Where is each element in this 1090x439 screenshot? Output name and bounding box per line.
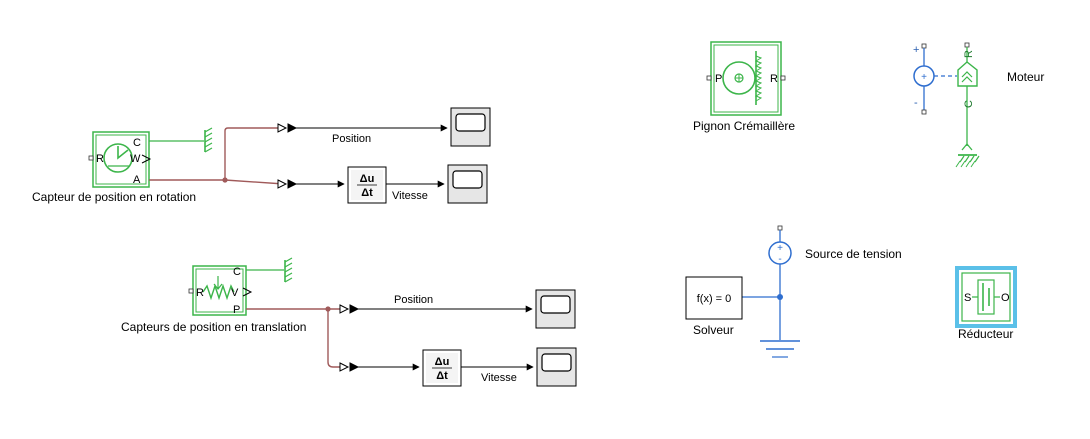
trans-velocity-scope[interactable] <box>536 347 577 387</box>
trans-derivative-num: Δu <box>435 356 450 368</box>
rot-derivative-num: Δu <box>360 173 375 185</box>
rot-sensor-port-a: A <box>133 174 141 186</box>
rot-ps-converter-position[interactable] <box>277 123 298 133</box>
rot-position-signal-label: Position <box>332 133 371 145</box>
translation-sensor-block[interactable]: R V C P <box>188 265 253 316</box>
rot-angle-signal-line[interactable] <box>149 127 285 185</box>
rot-velocity-signal-label: Vitesse <box>392 190 428 202</box>
rot-mechanical-ground-icon <box>204 127 213 153</box>
moteur-port-c: C <box>963 100 975 108</box>
rotation-sensor-label: Capteur de position en rotation <box>32 190 196 204</box>
moteur-block[interactable]: + + - R C <box>913 42 978 146</box>
trans-derivative-den: Δt <box>436 370 448 382</box>
svg-text:+: + <box>921 72 927 83</box>
voltage-source-block[interactable]: + - <box>768 225 792 340</box>
reducteur-port-o: O <box>1001 292 1010 304</box>
trans-sensor-port-c: C <box>233 266 241 278</box>
rot-derivative-block[interactable]: Δu Δt <box>347 166 387 204</box>
electrical-ground-icon <box>760 340 800 358</box>
rot-position-scope[interactable] <box>450 107 491 147</box>
rot-velocity-scope[interactable] <box>447 164 488 204</box>
moteur-label: Moteur <box>1007 70 1044 84</box>
trans-ps-converter-position[interactable] <box>339 304 360 314</box>
trans-sensor-port-p: P <box>233 304 240 316</box>
solver-config-block[interactable]: f(x) = 0 <box>685 276 743 320</box>
voltage-source-label: Source de tension <box>805 247 902 261</box>
rot-derivative-den: Δt <box>361 187 373 199</box>
rot-ps-converter-velocity[interactable] <box>277 179 298 189</box>
svg-text:+: + <box>777 243 783 254</box>
reducteur-label: Réducteur <box>958 327 1013 341</box>
rot-sensor-port-w: W <box>130 153 141 165</box>
solver-expression: f(x) = 0 <box>697 293 732 305</box>
rot-sensor-port-r: R <box>96 153 104 165</box>
trans-position-scope[interactable] <box>535 289 576 329</box>
trans-position-signal-label: Position <box>394 294 433 306</box>
trans-derivative-block[interactable]: Δu Δt <box>422 349 462 387</box>
trans-sensor-port-v: V <box>231 287 239 299</box>
pignon-cremaillere-block[interactable]: P R <box>706 41 786 116</box>
pignon-port-p: P <box>715 73 722 85</box>
moteur-mechanical-ground-icon <box>955 142 980 168</box>
trans-velocity-signal-label: Vitesse <box>481 372 517 384</box>
moteur-minus-terminal: - <box>914 97 918 109</box>
moteur-plus-terminal: + <box>913 44 919 56</box>
solver-connection[interactable] <box>742 294 783 300</box>
pignon-port-r: R <box>770 73 778 85</box>
rotation-sensor-block[interactable]: R W C A <box>88 131 152 188</box>
reducteur-block[interactable]: S O <box>955 266 1017 328</box>
trans-sensor-port-r: R <box>196 287 204 299</box>
solver-label: Solveur <box>693 323 734 337</box>
rot-sensor-port-c: C <box>133 137 141 149</box>
moteur-port-r: R <box>963 50 975 58</box>
trans-ps-converter-velocity[interactable] <box>339 362 360 372</box>
reducteur-port-s: S <box>964 292 971 304</box>
svg-text:-: - <box>778 254 781 265</box>
trans-mechanical-ground-icon <box>284 257 293 283</box>
pignon-cremaillere-label: Pignon Crémaillère <box>693 119 795 133</box>
trans-position-signal-line[interactable] <box>246 306 341 368</box>
translation-sensor-label: Capteurs de position en translation <box>121 320 306 334</box>
